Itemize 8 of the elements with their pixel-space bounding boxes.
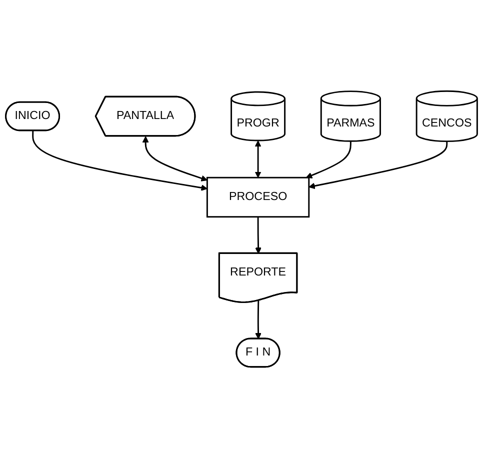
arrow — [32, 130, 208, 191]
node-box: PROCESO — [206, 176, 310, 218]
arrow — [308, 141, 448, 190]
arrow — [254, 140, 262, 178]
arrow — [306, 141, 352, 178]
arrow — [255, 300, 262, 340]
arrow — [142, 136, 208, 182]
arrow — [255, 216, 262, 254]
